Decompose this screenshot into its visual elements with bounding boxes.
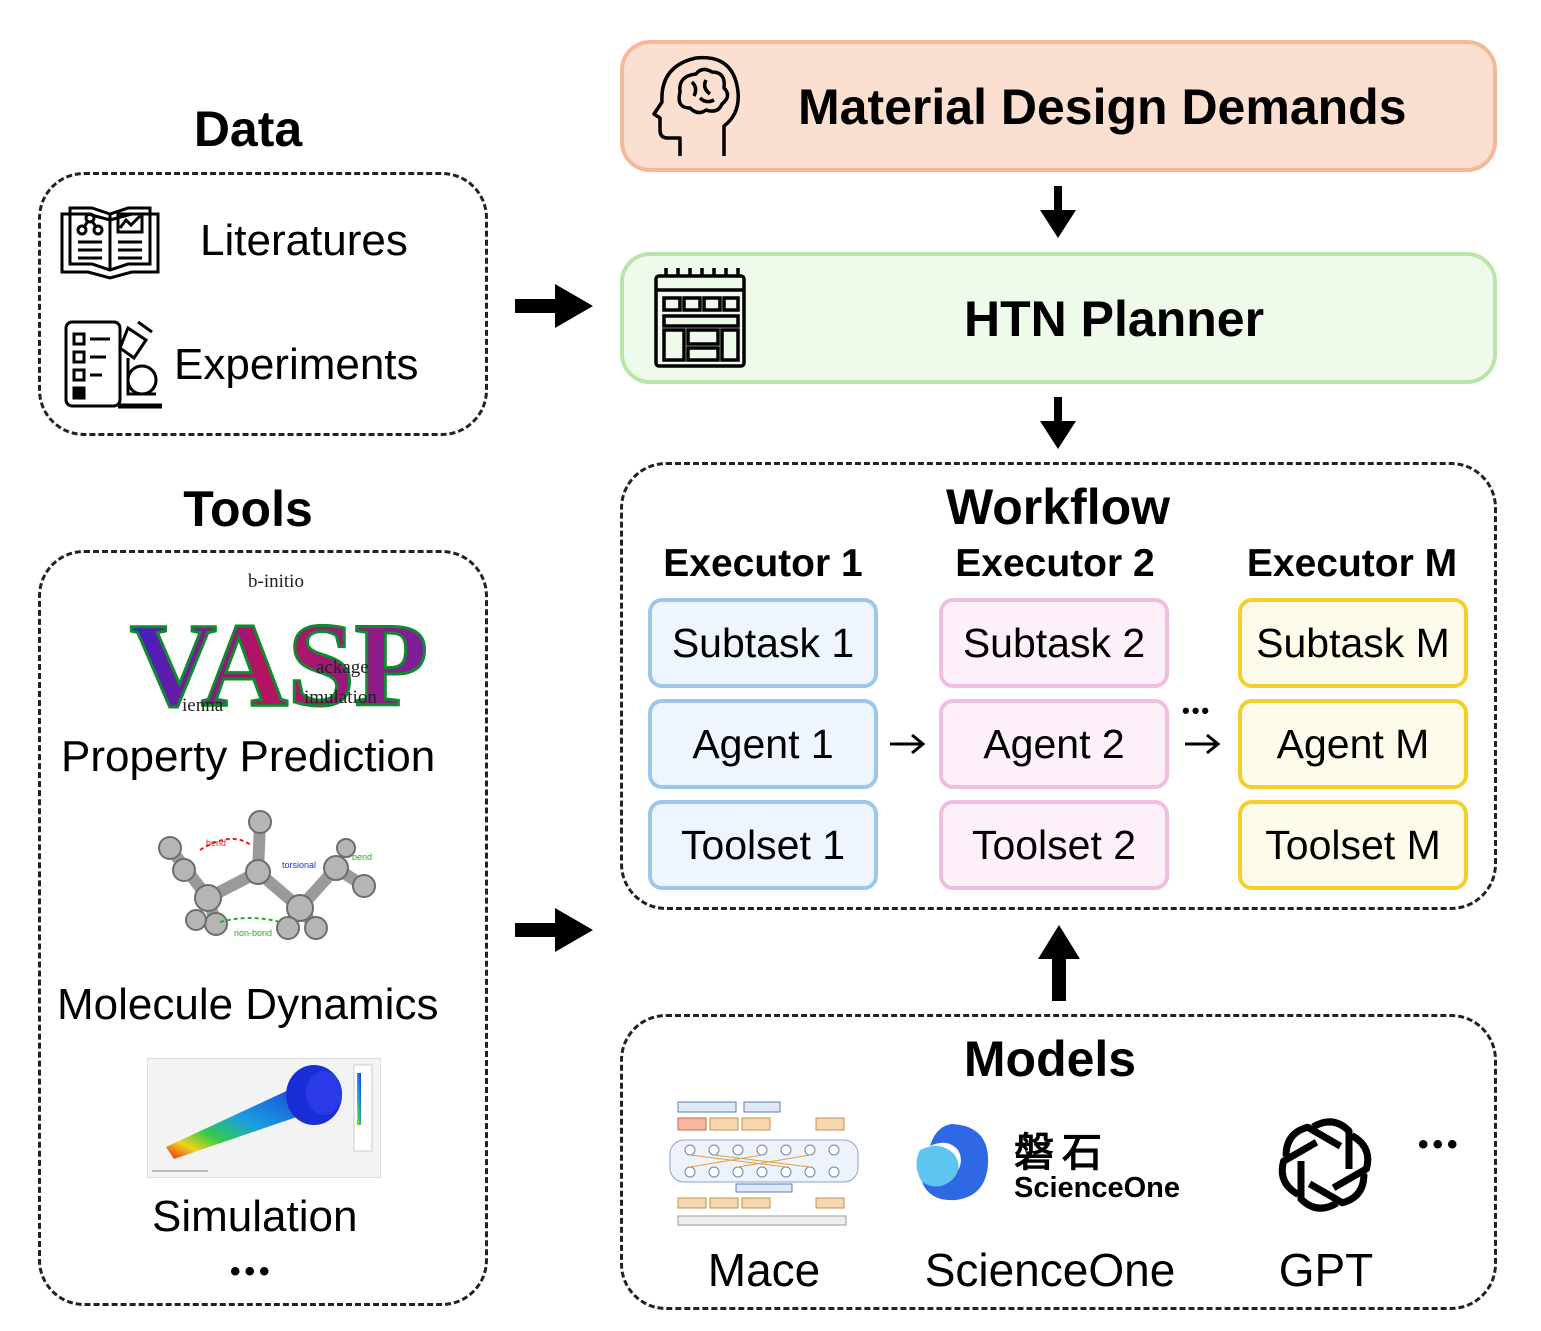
planner-calendar-icon [654, 268, 746, 368]
material-design-demands-box [620, 40, 1497, 172]
workflow-ellipsis: ••• [1182, 698, 1212, 723]
tool-item-simulation: Simulation [152, 1192, 358, 1241]
vasp-logo-letters: VASP [130, 598, 428, 731]
toolset-1-box: Toolset 1 [648, 800, 878, 890]
workflow-box [620, 462, 1497, 910]
models-box [620, 1014, 1497, 1310]
tools-title: Tools [183, 481, 313, 537]
scienceone-logo-icon [916, 1124, 989, 1201]
simulation-screenshot [147, 1058, 381, 1178]
toolset-2-box: Toolset 2 [939, 800, 1169, 890]
molecule-label-bend-1: bend [206, 838, 226, 848]
brain-head-icon [652, 55, 740, 156]
data-item-experiments: Experiments [174, 340, 419, 389]
workflow-title: Workflow [945, 479, 1171, 535]
tools-more-ellipsis: ••• [230, 1255, 274, 1288]
htn-planner-title: HTN Planner [964, 291, 1265, 347]
molecule-label-torsional: torsional [282, 860, 316, 870]
arrow-tools-to-workflow [515, 908, 593, 952]
vasp-logo: VASP b-initio ackage ienna imulation [120, 565, 430, 733]
literature-book-icon [60, 206, 160, 280]
mace-architecture-thumbnail [666, 1100, 862, 1228]
models-title: Models [963, 1031, 1137, 1087]
tools-box [38, 550, 488, 1306]
arrow-data-to-planner [515, 284, 593, 328]
models-more-ellipsis: ••• [1418, 1128, 1462, 1161]
agent-1-box: Agent 1 [648, 699, 878, 789]
tool-item-property-prediction: Property Prediction [61, 732, 436, 781]
model-label-scienceone: ScienceOne [924, 1244, 1176, 1296]
material-design-demands-title: Material Design Demands [798, 79, 1407, 135]
data-title: Data [193, 101, 303, 157]
subtask-2-box: Subtask 2 [939, 598, 1169, 688]
arrow-agent2-to-agentm [1185, 733, 1221, 755]
experiment-checklist-microscope-icon [64, 320, 162, 409]
model-label-gpt: GPT [1278, 1244, 1374, 1296]
molecule-dynamics-image: bend torsional bend non-bond [140, 810, 390, 950]
subtask-m-box: Subtask M [1238, 598, 1468, 688]
data-box [38, 172, 488, 436]
tool-item-molecule-dynamics: Molecule Dynamics [57, 980, 439, 1029]
htn-planner-box [620, 252, 1497, 384]
scienceone-logo-cn: 磐石 [1014, 1130, 1110, 1176]
executor-2-label: Executor 2 [955, 542, 1155, 585]
vasp-word-abinitio: b-initio [248, 571, 304, 592]
arrow-planner-to-workflow [1040, 397, 1076, 449]
scienceone-logo-en: ScienceOne [1014, 1172, 1181, 1204]
arrow-agent1-to-agent2 [890, 733, 926, 755]
vasp-word-package: ackage [316, 657, 369, 678]
executor-m-label: Executor M [1246, 542, 1458, 585]
molecule-label-nonbond: non-bond [234, 928, 272, 938]
arrow-models-to-workflow [1038, 925, 1080, 1001]
toolset-m-box: Toolset M [1238, 800, 1468, 890]
agent-m-box: Agent M [1238, 699, 1468, 789]
subtask-1-box: Subtask 1 [648, 598, 878, 688]
arrow-demands-to-planner [1040, 186, 1076, 238]
agent-2-box: Agent 2 [939, 699, 1169, 789]
data-item-literatures: Literatures [200, 216, 408, 265]
gpt-openai-logo-icon [1278, 1118, 1372, 1212]
molecule-label-bend-2: bend [352, 852, 372, 862]
vasp-word-vienna: ienna [182, 695, 224, 716]
executor-1-label: Executor 1 [663, 542, 863, 585]
model-label-mace: Mace [707, 1244, 821, 1296]
vasp-word-simulation: imulation [304, 687, 377, 708]
